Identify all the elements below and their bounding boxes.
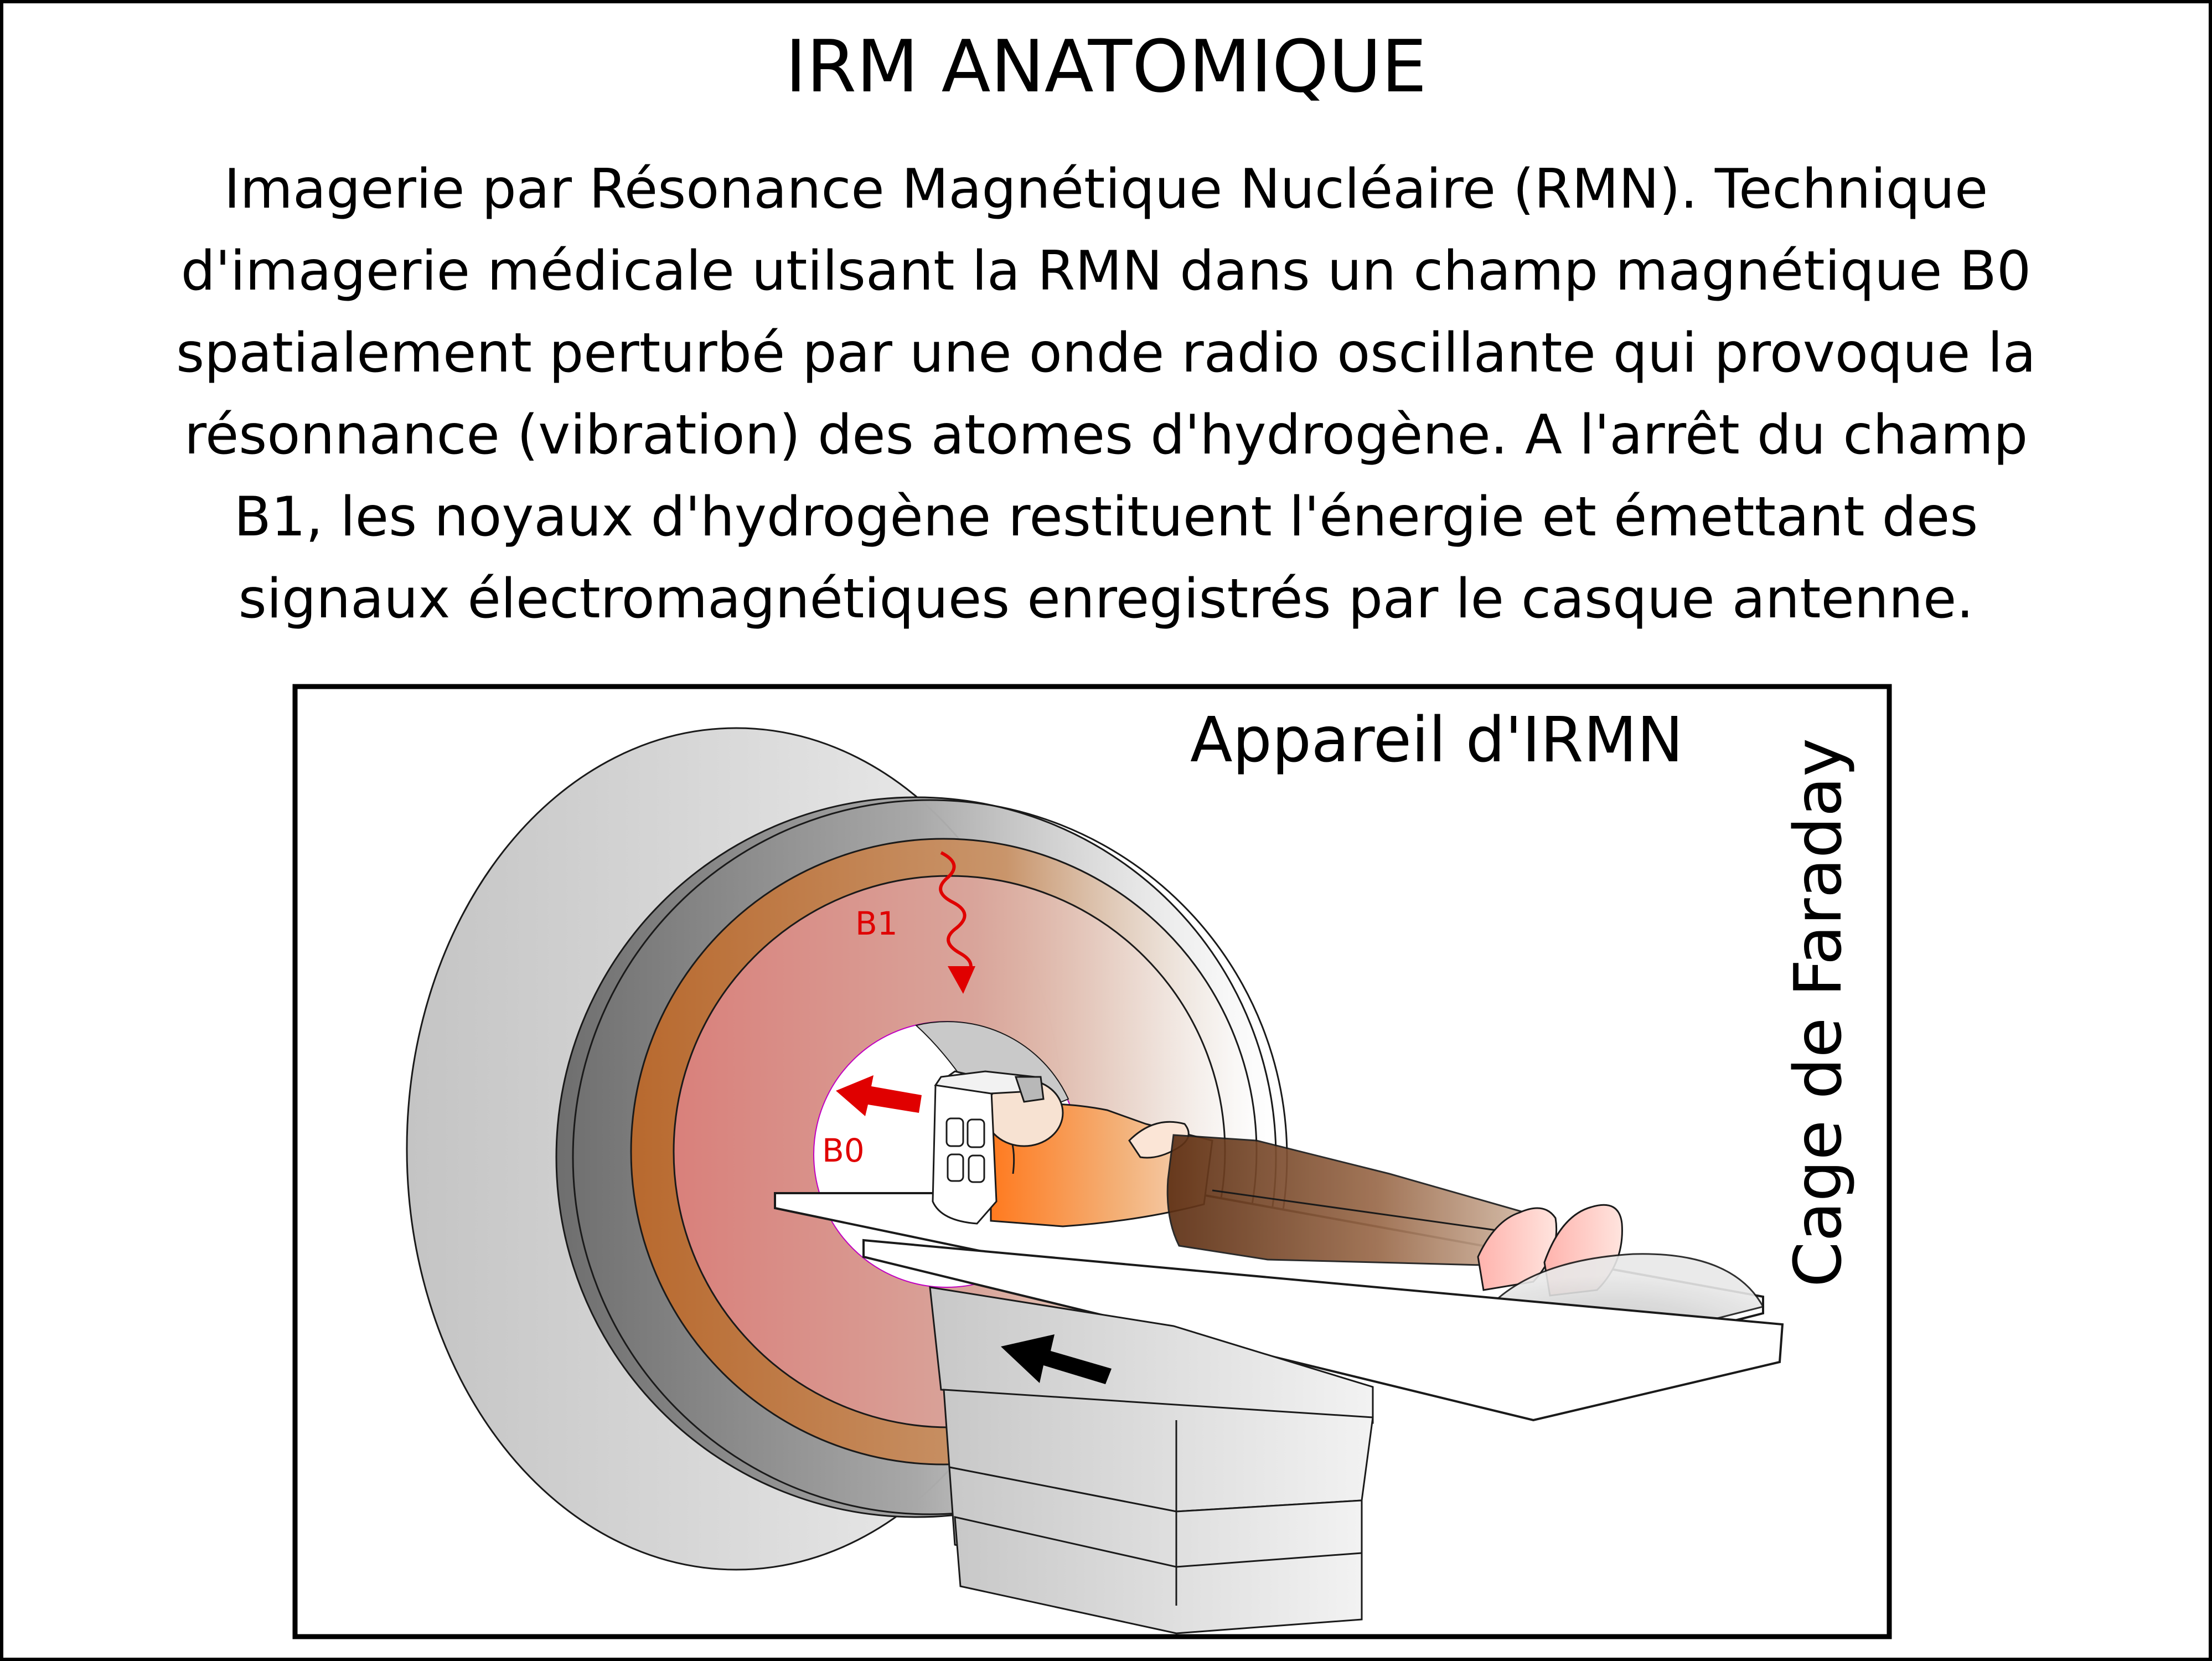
transport-table bbox=[862, 1239, 1784, 1422]
b0-label: B0 bbox=[822, 1132, 865, 1169]
faraday-cage-frame bbox=[292, 684, 1892, 1639]
table-motion-arrow bbox=[1001, 1334, 1112, 1384]
b1-wave bbox=[939, 851, 973, 979]
faraday-cage-label: Cage de Faraday bbox=[1780, 738, 1856, 1287]
b0-arrow bbox=[836, 1075, 922, 1116]
device-label: Appareil d'IRMN bbox=[1190, 704, 1683, 776]
description: Imagerie par Résonance Magnétique Nucléa… bbox=[0, 148, 2212, 640]
description-line: signaux électromagnétiques enregistrés p… bbox=[238, 568, 1974, 631]
description-line: B1, les noyaux d'hydrogène restituent l'… bbox=[234, 486, 1978, 549]
description-line: spatialement perturbé par une onde radio… bbox=[176, 322, 2036, 385]
page-title: IRM ANATOMIQUE bbox=[785, 24, 1427, 109]
head-coil bbox=[932, 1070, 1045, 1225]
table-pedestal-top bbox=[929, 1286, 1374, 1424]
patient-leg-separation bbox=[1212, 1189, 1528, 1236]
b1-arrowhead bbox=[948, 966, 975, 994]
b1-label: B1 bbox=[855, 905, 898, 942]
description-line: Imagerie par Résonance Magnétique Nucléa… bbox=[224, 158, 1988, 221]
description-line: d'imagerie médicale utilsant la RMN dans… bbox=[180, 240, 2032, 303]
description-line: résonnance (vibration) des atomes d'hydr… bbox=[184, 404, 2028, 467]
